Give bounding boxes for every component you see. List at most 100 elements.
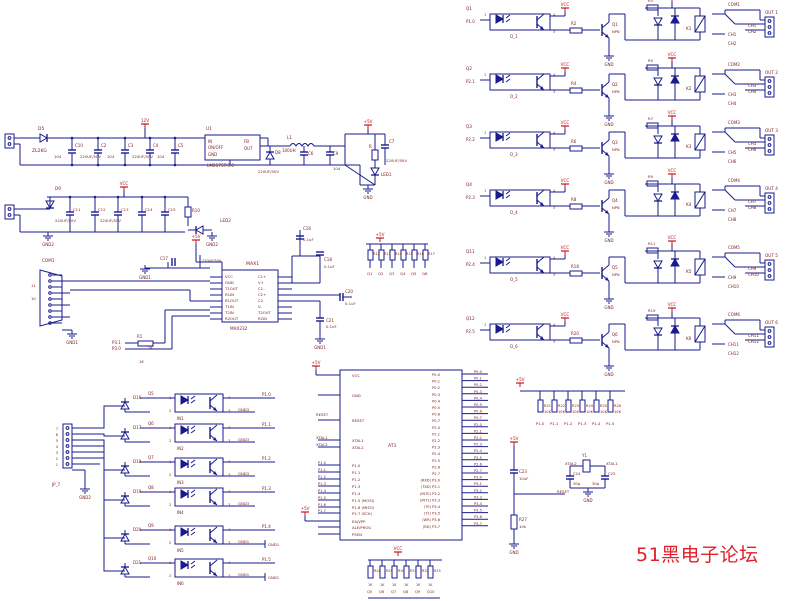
resistor-value-label: 10k — [519, 524, 527, 529]
diode-triangle — [120, 464, 130, 474]
capacitor-c15 — [161, 211, 169, 216]
power-label: +5V — [300, 506, 309, 511]
db9-pin — [48, 291, 52, 295]
mcu-net-label: P0.5 — [474, 403, 482, 407]
resistor-r26 — [607, 399, 614, 413]
cap-ref-label: C4 — [153, 143, 159, 148]
opto-phototransistor — [536, 13, 545, 31]
input-gnd-label: GND3 — [238, 501, 250, 506]
resistor-ref-label: R17 — [428, 252, 435, 256]
diode-triangle — [670, 74, 680, 84]
relay-nc-right-label: CH11 — [748, 333, 759, 338]
resistor-ref-label: R16 — [417, 252, 424, 256]
resistor-r15 — [400, 249, 407, 261]
transistor-ref-label: Q3 — [612, 140, 618, 145]
mcu-right-pin-label: P0.7 — [432, 419, 440, 423]
junction-dot — [70, 136, 74, 140]
opto-pin-num: 1 — [484, 131, 486, 135]
diode-triangle — [180, 459, 190, 469]
cap-ref-label: C24 — [573, 471, 581, 476]
mcu-reset-label: RESET — [316, 412, 329, 417]
cap-ref-label: C6 — [308, 151, 314, 156]
db9-pin-num: 11 — [31, 283, 36, 288]
led-label: LED1 — [381, 172, 392, 177]
resistor-r10 — [184, 206, 192, 218]
relay-nc-label: CH1 — [728, 32, 737, 37]
resistor-r1 — [137, 340, 154, 347]
input-route — [100, 433, 118, 437]
transistor-collector — [209, 559, 218, 567]
relay-input-ref-label: Q4 — [466, 182, 472, 187]
transistor-arrow — [540, 86, 544, 90]
input-diode-d20 — [120, 532, 130, 542]
opto-pin-num: 2 — [169, 574, 171, 578]
opto-pin-num: 1 — [169, 460, 171, 464]
cap-value-label: 220UF/50V — [386, 158, 407, 163]
led-1 — [370, 167, 380, 177]
max232-pin-label: R1IN — [225, 292, 234, 297]
cap-ref-label: C21 — [326, 318, 334, 323]
opto-light-arrow — [190, 489, 196, 494]
opto-pin-num: 1 — [169, 396, 171, 400]
connector-pin — [767, 31, 772, 35]
mcu-net-label: P0.2 — [474, 383, 482, 387]
connector-pin — [767, 137, 772, 141]
optocoupler-o_6 — [489, 323, 551, 341]
resistor-r11 — [646, 247, 659, 254]
input-gnd-right-label: GND1 — [268, 575, 280, 580]
pullup-net-label: P1.1 — [550, 421, 559, 426]
junction-dot — [93, 195, 97, 199]
capacitor-c13 — [114, 211, 122, 216]
input-connector-jp7 — [62, 423, 73, 469]
resistor-ref-label: R18 — [571, 264, 579, 269]
input-optocoupler-in6 — [174, 558, 224, 578]
max232-pin-label: R2IN — [258, 316, 267, 321]
cap-ref-label: C2 — [101, 143, 107, 148]
led-2 — [194, 225, 204, 235]
flyback-diode — [670, 257, 680, 267]
diode-triangle — [495, 74, 505, 84]
connector-pin — [7, 136, 12, 140]
relay-contact-arm — [724, 256, 736, 268]
transistor-arrow — [605, 152, 609, 156]
power-label: +5V — [311, 360, 320, 365]
diode-triangle — [39, 133, 49, 143]
resistor-ref-label: R8 — [571, 197, 577, 202]
mcu-right-pin-label: (RD) P3.7 — [423, 525, 440, 529]
transistor-ref-label: Q6 — [612, 332, 618, 337]
opto-light-arrow — [190, 429, 196, 434]
mcu-left-pin-label: P1.6 (MISO) — [352, 505, 375, 510]
max232-pin-label: T1IN — [224, 304, 234, 309]
cap-ref-label: C3 — [128, 143, 134, 148]
transistor-arrow — [213, 437, 217, 441]
power-label: +5V — [363, 119, 372, 124]
pullup-net-label: Q10 — [427, 590, 435, 594]
optocoupler-o_2 — [489, 73, 551, 91]
pullup-net-label: Q2 — [378, 271, 384, 276]
label-d5: D5 — [38, 126, 44, 132]
mcu-net-label: P1.3 — [318, 482, 326, 486]
power-label: VCC — [561, 120, 570, 125]
diode-triangle — [653, 17, 663, 27]
relay-no-right-label: CH8 — [748, 205, 757, 210]
diode-triangle — [180, 527, 190, 537]
mcu-left-pin-label: GND — [352, 393, 361, 398]
max232-title-label: MAX1 — [246, 261, 259, 267]
inductor-value-label: 100UH — [282, 148, 296, 153]
mcu-net-label: P3.7 — [474, 522, 482, 526]
capacitor-c21 — [316, 317, 324, 322]
opto-light-arrow — [190, 399, 196, 404]
opto-phototransistor — [536, 256, 545, 274]
dc-input-connector-j2 — [4, 204, 15, 220]
opto-pin-num: 1 — [484, 189, 486, 193]
transistor-q3 — [601, 139, 610, 157]
pullup-net-label: P1.2 — [564, 421, 573, 426]
connector-pin — [65, 438, 70, 442]
resistor-r19 — [646, 314, 659, 321]
pullup-net-label: Q6 — [422, 271, 428, 276]
mcu-left-pin-label: XTAL2 — [352, 445, 364, 450]
mcu-right-pin-label: (TXD) P3.1 — [421, 485, 440, 489]
capacitor-c25 — [601, 475, 609, 480]
transistor-q6 — [601, 331, 610, 349]
mcu-left-pin-label: ALE/PROG — [352, 525, 371, 530]
